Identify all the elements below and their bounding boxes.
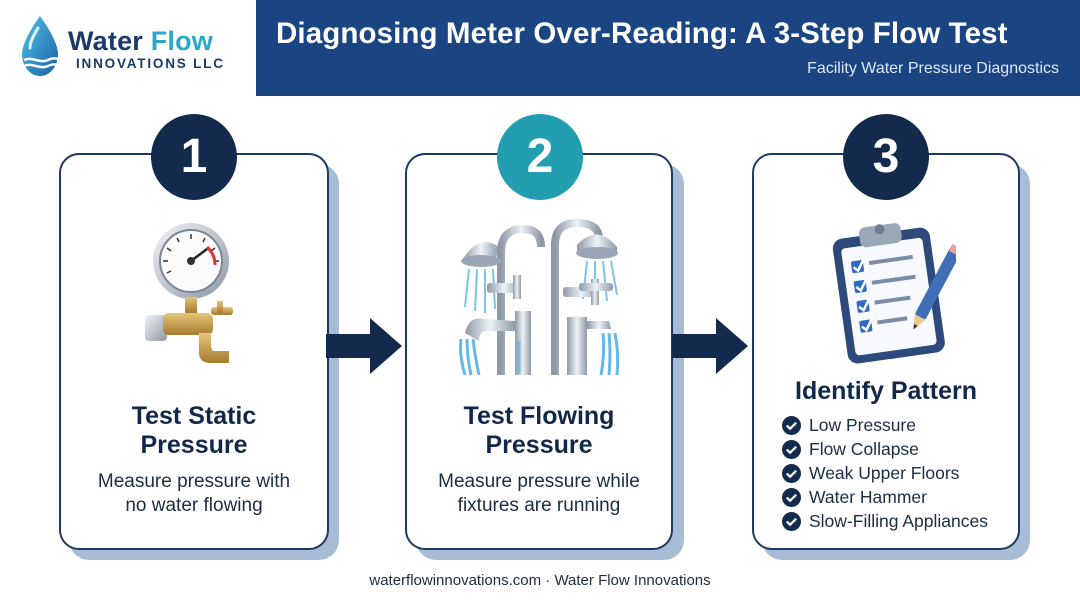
- check-circle-icon: [782, 415, 801, 435]
- step-card-2: Test Flowing Pressure Measure pressure w…: [405, 153, 673, 550]
- footer: waterflowinnovations.com · Water Flow In…: [369, 572, 711, 589]
- check-circle-icon: [782, 439, 801, 459]
- page-subtitle: Facility Water Pressure Diagnostics: [807, 60, 1059, 77]
- step-number-badge: 2: [497, 114, 583, 200]
- check-circle-icon: [782, 487, 801, 507]
- list-item: Low Pressure: [782, 413, 988, 437]
- step-number-badge: 1: [151, 114, 237, 200]
- step-number-badge: 3: [843, 114, 929, 200]
- pattern-checklist: Low Pressure Flow Collapse Weak Upper Fl…: [782, 413, 988, 533]
- check-circle-icon: [782, 463, 801, 483]
- step-card-3: Identify Pattern Low Pressure Flow Colla…: [752, 153, 1020, 550]
- pressure-gauge-icon: [145, 223, 233, 363]
- list-item: Flow Collapse: [782, 437, 988, 461]
- water-drop-icon: [22, 16, 59, 76]
- step-1-description: Measure pressure with no water flowing: [97, 471, 291, 516]
- step-1-title: Test Static Pressure: [131, 402, 257, 459]
- title-bar: Diagnosing Meter Over-Reading: A 3-Step …: [256, 0, 1080, 96]
- list-item: Slow-Filling Appliances: [782, 509, 988, 533]
- check-circle-icon: [782, 511, 801, 531]
- running-fixtures-icon: [459, 218, 620, 376]
- page-title: Diagnosing Meter Over-Reading: A 3-Step …: [276, 17, 1008, 50]
- step-2-description: Measure pressure while fixtures are runn…: [438, 471, 640, 516]
- list-item: Water Hammer: [782, 485, 988, 509]
- brand-name: Water Flow: [68, 26, 214, 56]
- step-card-1: Test Static Pressure Measure pressure wi…: [59, 153, 329, 550]
- clipboard-checklist-icon: [832, 223, 956, 364]
- list-item: Weak Upper Floors: [782, 461, 988, 485]
- arrow-right-icon: [326, 318, 402, 374]
- brand-subtitle: INNOVATIONS LLC: [76, 56, 225, 71]
- step-2-title: Test Flowing Pressure: [463, 402, 615, 459]
- step-3-title: Identify Pattern: [795, 377, 977, 405]
- logo: Water Flow INNOVATIONS LLC: [0, 0, 256, 96]
- arrow-right-icon: [672, 318, 748, 374]
